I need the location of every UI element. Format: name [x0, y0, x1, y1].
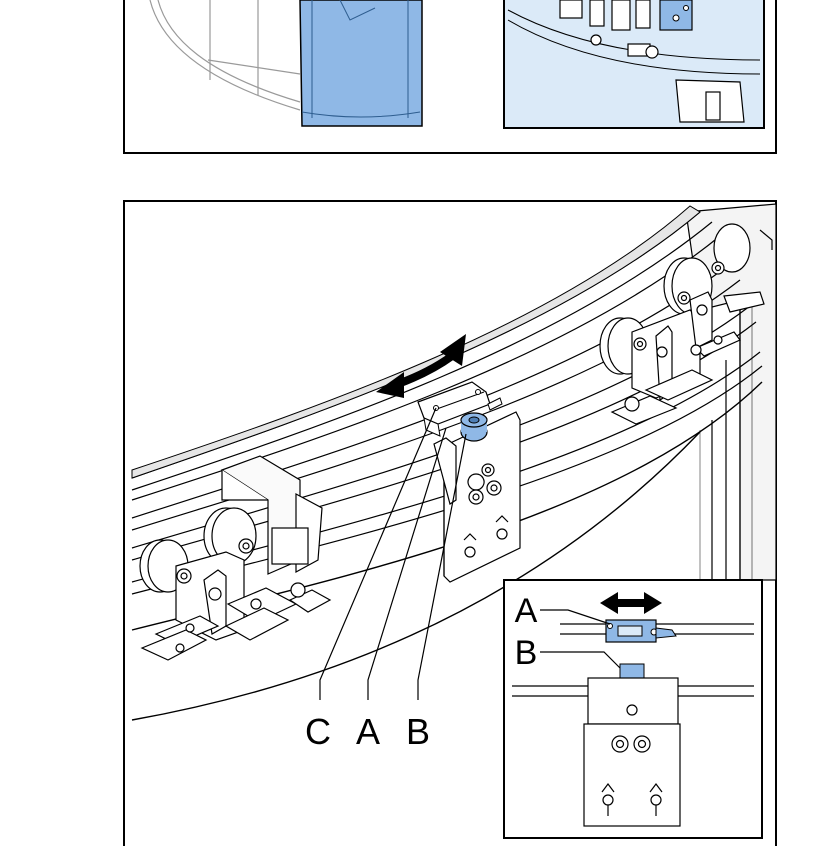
top-panel [123, 0, 777, 154]
callout-c-label: C [305, 711, 331, 752]
limiter-block [417, 381, 503, 442]
curved-double-arrow-icon [376, 334, 466, 398]
inset-leader-b [540, 651, 621, 669]
top-inset [503, 0, 765, 129]
leader-lines [319, 407, 467, 700]
inset-callout-a-label: A [515, 592, 538, 630]
main-panel: C A B [123, 200, 777, 846]
inset-blue-stop [619, 663, 645, 679]
right-roller-carriage [599, 223, 765, 425]
mounting-bracket [433, 411, 521, 583]
inset-limiter [605, 619, 677, 643]
callout-a-label: A [356, 711, 380, 752]
inset-callout-b-label: B [515, 634, 538, 672]
detail-inset: A B [503, 579, 763, 839]
callout-b-label: B [406, 711, 430, 752]
door-overview [149, 0, 301, 111]
inset-leader-a [540, 609, 611, 625]
inset-bracket-plate [583, 677, 681, 827]
blue-door-leaf [299, 0, 423, 127]
left-roller-carriage [139, 455, 332, 661]
track-ribbon [131, 205, 701, 479]
horizontal-double-arrow-icon [600, 592, 662, 614]
